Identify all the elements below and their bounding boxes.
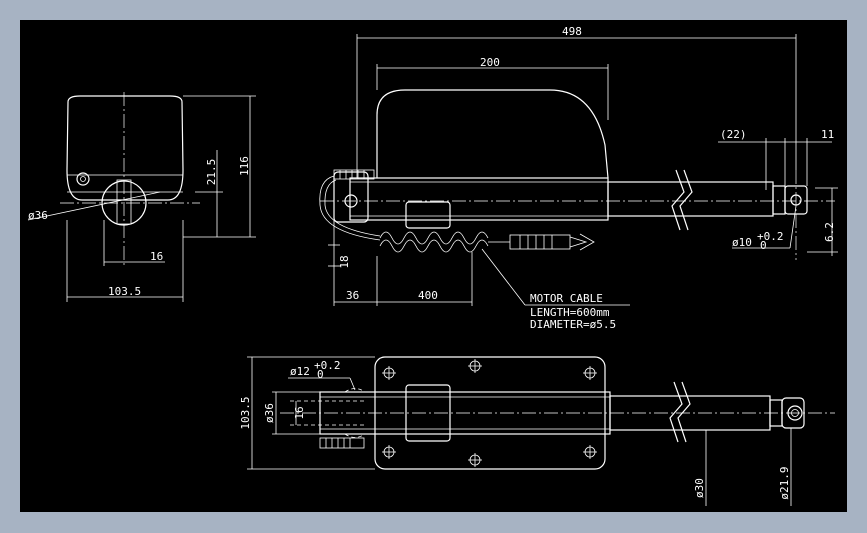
side-view [319,34,838,306]
mounting-holes [382,359,597,467]
dim-end-offset: 16 [150,250,163,263]
svg-text:0: 0 [760,239,767,252]
actuator-drawing: 116 21.5 ø36 16 103.5 [27,25,838,506]
svg-text:ø10: ø10 [732,236,752,249]
svg-text:ø12: ø12 [290,365,310,378]
dim-overall-length: 498 [562,25,582,38]
side-view-dimensions: 498 200 (22) 11 ø10 +0.2 0 6.2 18 36 400 [338,25,836,302]
dim-end-bore: ø36 [28,209,48,222]
dim-cable-height: 18 [338,255,351,268]
svg-text:0: 0 [317,368,324,381]
dim-clevis-width: 11 [821,128,834,141]
dim-cable-offset: 36 [346,289,359,302]
plan-view-dimensions: 103.5 ø36 16 ø12 +0.2 0 ø30 ø21.9 [239,359,791,500]
note-cable-diameter: DIAMETER=ø5.5 [530,318,616,331]
dim-cable-reach: 400 [418,289,438,302]
dim-plan-bore: ø36 [263,403,276,423]
note-cable-length: LENGTH=600mm [530,306,610,319]
note-motor-cable: MOTOR CABLE [530,292,603,305]
dim-end-flange: 21.5 [205,159,218,186]
svg-text:+0.2: +0.2 [757,230,784,243]
dim-clevis-height: 6.2 [823,222,836,242]
dim-clevis-offset: (22) [720,128,747,141]
dim-plan-offset: 16 [293,406,306,419]
dim-plan-hole: ø12 +0.2 0 [290,359,341,381]
motor-cable-note: MOTOR CABLE LENGTH=600mm DIAMETER=ø5.5 [530,292,616,331]
end-view-dimensions: 116 21.5 ø36 16 103.5 [28,156,251,298]
dim-rod-dia: ø21.9 [778,466,791,499]
dim-end-width: 103.5 [108,285,141,298]
end-view [27,92,256,302]
dim-motor-length: 200 [480,56,500,69]
dim-plan-width: 103.5 [239,396,252,429]
dim-tube-dia: ø30 [693,478,706,498]
dim-end-height: 116 [238,156,251,176]
dim-pin-hole: ø10 +0.2 0 [732,230,784,252]
cad-drawing-area: 116 21.5 ø36 16 103.5 [20,20,847,512]
svg-text:+0.2: +0.2 [314,359,341,372]
plan-view [247,356,835,506]
